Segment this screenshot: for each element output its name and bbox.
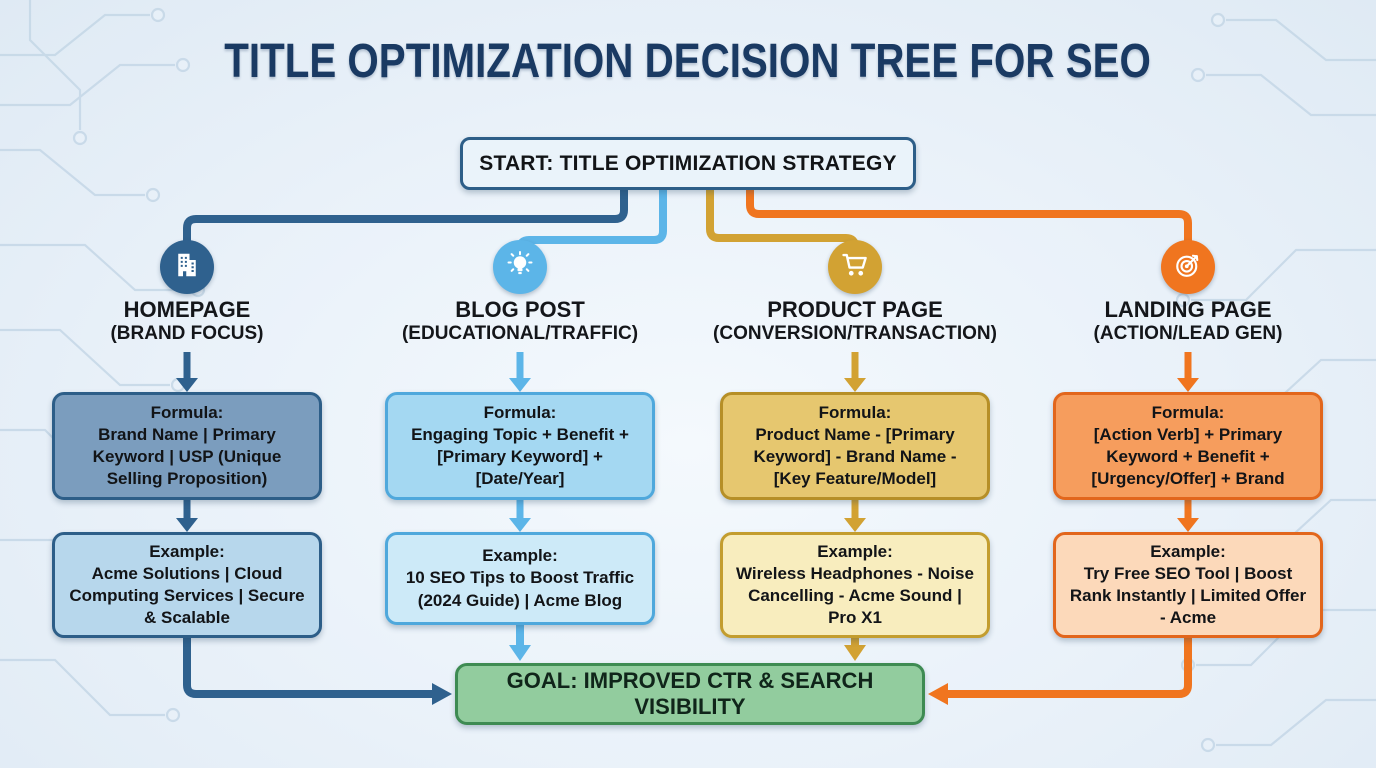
- formula-node-landing: Formula: [Action Verb] + Primary Keyword…: [1053, 392, 1323, 501]
- arrowhead: [509, 645, 531, 661]
- example-text: Try Free SEO Tool | Boost Rank Instantly…: [1069, 564, 1307, 628]
- branch-label-product: PRODUCT PAGE (CONVERSION/TRANSACTION): [685, 297, 1025, 345]
- example-text: Wireless Headphones - Noise Cancelling -…: [736, 564, 974, 628]
- branch-subtitle: (CONVERSION/TRANSACTION): [713, 322, 997, 344]
- arrowhead: [509, 518, 531, 532]
- branch-name: BLOG POST: [455, 297, 585, 322]
- example-heading: Example:: [1150, 542, 1226, 561]
- formula-text: [Action Verb] + Primary Keyword + Benefi…: [1091, 425, 1285, 489]
- arrowhead: [928, 683, 948, 705]
- example-heading: Example:: [482, 546, 558, 566]
- arrowhead: [1177, 378, 1199, 392]
- lightbulb-icon: [505, 250, 535, 285]
- arrowhead: [844, 378, 866, 392]
- cart-icon: [840, 250, 870, 285]
- example-heading: Example:: [817, 542, 893, 561]
- connector-landing-goal: [948, 625, 1192, 698]
- example-node-landing: Example: Try Free SEO Tool | Boost Rank …: [1053, 532, 1323, 639]
- branch-subtitle: (EDUCATIONAL/TRAFFIC): [401, 322, 639, 344]
- formula-heading: Formula:: [150, 403, 224, 422]
- page-title: TITLE OPTIMIZATION DECISION TREE FOR SEO: [224, 35, 1152, 88]
- target-icon: [1173, 250, 1203, 285]
- branch-name: LANDING PAGE: [1104, 297, 1272, 322]
- connector-start-landing: [746, 186, 1192, 262]
- product-icon-circle: [828, 240, 882, 294]
- example-node-blog: Example: 10 SEO Tips to Boost Traffic (2…: [385, 532, 655, 625]
- arrowhead: [176, 378, 198, 392]
- formula-node-blog: Formula: Engaging Topic + Benefit + [Pri…: [385, 392, 655, 501]
- branch-name: PRODUCT PAGE: [767, 297, 943, 322]
- formula-text: Brand Name | Primary Keyword | USP (Uniq…: [92, 425, 282, 489]
- example-node-product: Example: Wireless Headphones - Noise Can…: [720, 532, 990, 639]
- formula-node-homepage: Formula: Brand Name | Primary Keyword | …: [52, 392, 322, 501]
- arrowhead: [176, 518, 198, 532]
- goal-node: GOAL: IMPROVED CTR & SEARCH VISIBILITY: [455, 663, 925, 725]
- goal-node-label: GOAL: IMPROVED CTR & SEARCH VISIBILITY: [506, 668, 874, 719]
- example-text: Acme Solutions | Cloud Computing Service…: [69, 564, 305, 628]
- homepage-icon-circle: [160, 240, 214, 294]
- arrowhead: [1177, 518, 1199, 532]
- landing-icon-circle: [1161, 240, 1215, 294]
- example-node-homepage: Example: Acme Solutions | Cloud Computin…: [52, 532, 322, 639]
- example-text: 10 SEO Tips to Boost Traffic (2024 Guide…: [405, 568, 635, 610]
- arrowhead: [509, 378, 531, 392]
- arrowhead: [844, 645, 866, 661]
- formula-text: Product Name - [Primary Keyword] - Brand…: [753, 425, 957, 489]
- branch-label-landing: LANDING PAGE (ACTION/LEAD GEN): [1018, 297, 1358, 345]
- connector-start-homepage: [183, 186, 628, 262]
- formula-heading: Formula:: [1151, 403, 1225, 422]
- blog-icon-circle: [493, 240, 547, 294]
- connector-homepage-goal: [183, 625, 432, 698]
- arrowhead: [432, 683, 452, 705]
- branch-label-blog: BLOG POST (EDUCATIONAL/TRAFFIC): [350, 297, 690, 345]
- formula-heading: Formula:: [483, 403, 557, 422]
- branch-subtitle: (ACTION/LEAD GEN): [1093, 322, 1283, 344]
- example-heading: Example:: [149, 542, 225, 561]
- branch-subtitle: (BRAND FOCUS): [110, 322, 264, 344]
- building-icon: [172, 250, 202, 285]
- branch-name: HOMEPAGE: [123, 297, 251, 322]
- arrowhead: [844, 518, 866, 532]
- formula-heading: Formula:: [818, 403, 892, 422]
- branch-label-homepage: HOMEPAGE (BRAND FOCUS): [17, 297, 357, 345]
- start-node-label: START: TITLE OPTIMIZATION STRATEGY: [479, 151, 897, 175]
- formula-node-product: Formula: Product Name - [Primary Keyword…: [720, 392, 990, 501]
- start-node: START: TITLE OPTIMIZATION STRATEGY: [460, 137, 916, 190]
- formula-text: Engaging Topic + Benefit + [Primary Keyw…: [411, 425, 629, 489]
